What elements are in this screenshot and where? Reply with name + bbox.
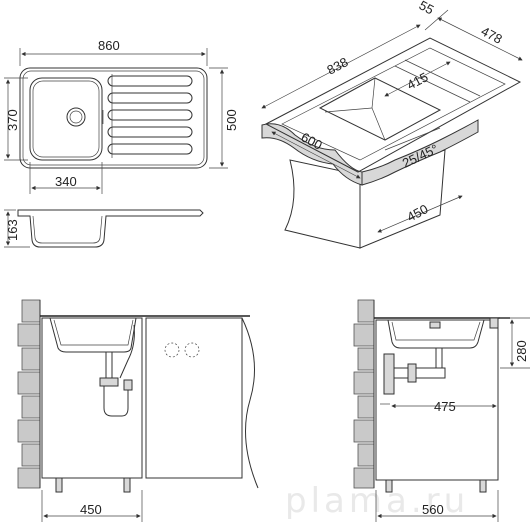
dim-top-width: 860 [98,38,120,53]
dim-top-height: 500 [224,109,239,131]
side-installation: 475 280 560 [353,299,530,522]
dim-iso-depth-top: 478 [479,23,505,46]
front-installation: 450 [17,299,259,522]
cutout-circle-left [164,342,180,358]
dim-iso-length: 838 [324,54,350,77]
dim-side-drain: 475 [434,399,456,414]
top-view: 860 500 370 340 [4,38,239,194]
dim-side-cabinet: 560 [422,502,444,517]
side-profile: 163 [4,209,204,248]
dim-front-cabinet: 450 [80,502,102,517]
dim-side-depth: 163 [5,219,20,241]
dim-bowl-width: 340 [55,174,77,189]
drain-trap-side [380,348,446,405]
cutout-circle-right [184,342,200,358]
brick-wall-left [17,299,41,489]
isometric-view: 838 478 55 415 600 25/45° 450 [261,0,523,249]
dim-bowl-height: 370 [5,109,20,131]
drainer-grooves [107,75,193,155]
drain-trap-front [99,324,135,417]
dim-iso-edge: 55 [417,0,437,17]
dim-side-height: 280 [514,340,529,362]
brick-wall-right [353,299,375,489]
